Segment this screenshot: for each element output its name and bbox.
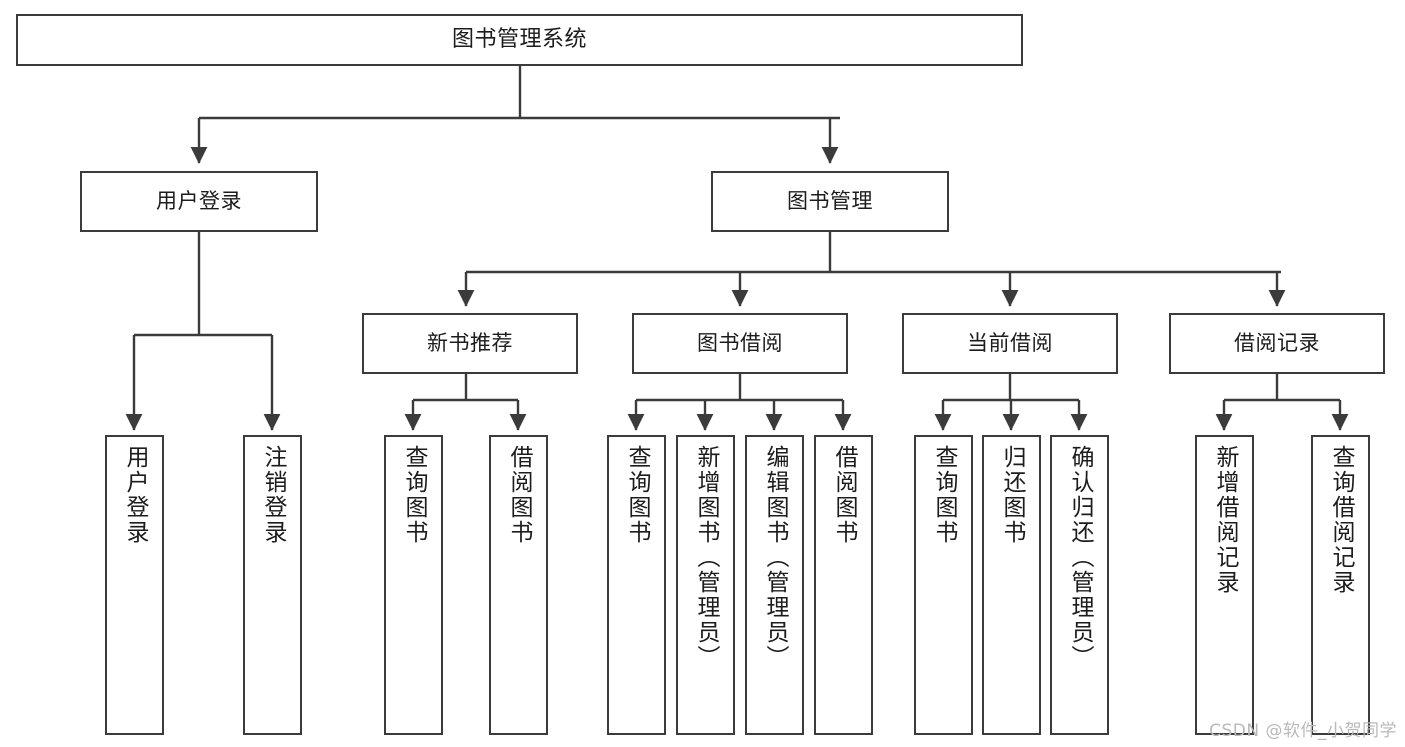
leaf-user-login-logout[interactable]: 注销登录 bbox=[243, 435, 302, 735]
leaf-user-login-login[interactable]: 用户登录 bbox=[105, 435, 164, 735]
leaf-new-book-query-book[interactable]: 查询图书 bbox=[384, 435, 443, 735]
node-label: 新增图书（管理员） bbox=[693, 445, 719, 670]
node-label: 新增借阅记录 bbox=[1212, 445, 1238, 595]
leaf-book-borrow-query-book[interactable]: 查询图书 bbox=[607, 435, 666, 735]
node-root-system[interactable]: 图书管理系统 bbox=[16, 14, 1023, 66]
node-label: 用户登录 bbox=[122, 445, 148, 545]
node-user-login[interactable]: 用户登录 bbox=[80, 171, 318, 232]
leaf-book-borrow-edit-book-admin[interactable]: 编辑图书（管理员） bbox=[745, 435, 804, 735]
leaf-borrow-record-add-record[interactable]: 新增借阅记录 bbox=[1195, 435, 1254, 735]
node-label: 借阅图书 bbox=[831, 445, 857, 545]
leaf-borrow-record-query-record[interactable]: 查询借阅记录 bbox=[1311, 435, 1370, 735]
node-label: 新书推荐 bbox=[427, 330, 513, 355]
node-label: 确认归还（管理员） bbox=[1067, 445, 1093, 670]
node-label: 注销登录 bbox=[260, 445, 286, 545]
leaf-current-borrow-query-book[interactable]: 查询图书 bbox=[914, 435, 973, 735]
watermark-text: CSDN @软件_小贺同学 bbox=[1209, 721, 1397, 741]
node-borrow-record[interactable]: 借阅记录 bbox=[1169, 313, 1385, 374]
node-current-borrow[interactable]: 当前借阅 bbox=[902, 313, 1118, 374]
node-label: 查询图书 bbox=[624, 445, 650, 545]
node-label: 借阅记录 bbox=[1234, 330, 1320, 355]
node-label: 借阅图书 bbox=[506, 445, 532, 545]
leaf-new-book-borrow-book[interactable]: 借阅图书 bbox=[489, 435, 548, 735]
leaf-book-borrow-add-book-admin[interactable]: 新增图书（管理员） bbox=[676, 435, 735, 735]
node-label: 用户登录 bbox=[156, 188, 242, 213]
node-label: 编辑图书（管理员） bbox=[762, 445, 788, 670]
node-new-book-recommend[interactable]: 新书推荐 bbox=[362, 313, 578, 374]
node-book-borrow[interactable]: 图书借阅 bbox=[632, 313, 848, 374]
node-label: 当前借阅 bbox=[967, 330, 1053, 355]
node-label: 查询借阅记录 bbox=[1328, 445, 1354, 595]
node-label: 归还图书 bbox=[999, 445, 1025, 545]
node-label: 图书管理 bbox=[787, 188, 873, 213]
node-book-management[interactable]: 图书管理 bbox=[711, 171, 949, 232]
leaf-book-borrow-borrow-book[interactable]: 借阅图书 bbox=[814, 435, 873, 735]
node-label: 图书借阅 bbox=[697, 330, 783, 355]
leaf-current-borrow-confirm-return-admin[interactable]: 确认归还（管理员） bbox=[1050, 435, 1109, 735]
node-label: 图书管理系统 bbox=[451, 26, 587, 52]
leaf-current-borrow-return-book[interactable]: 归还图书 bbox=[982, 435, 1041, 735]
node-label: 查询图书 bbox=[931, 445, 957, 545]
node-label: 查询图书 bbox=[401, 445, 427, 545]
